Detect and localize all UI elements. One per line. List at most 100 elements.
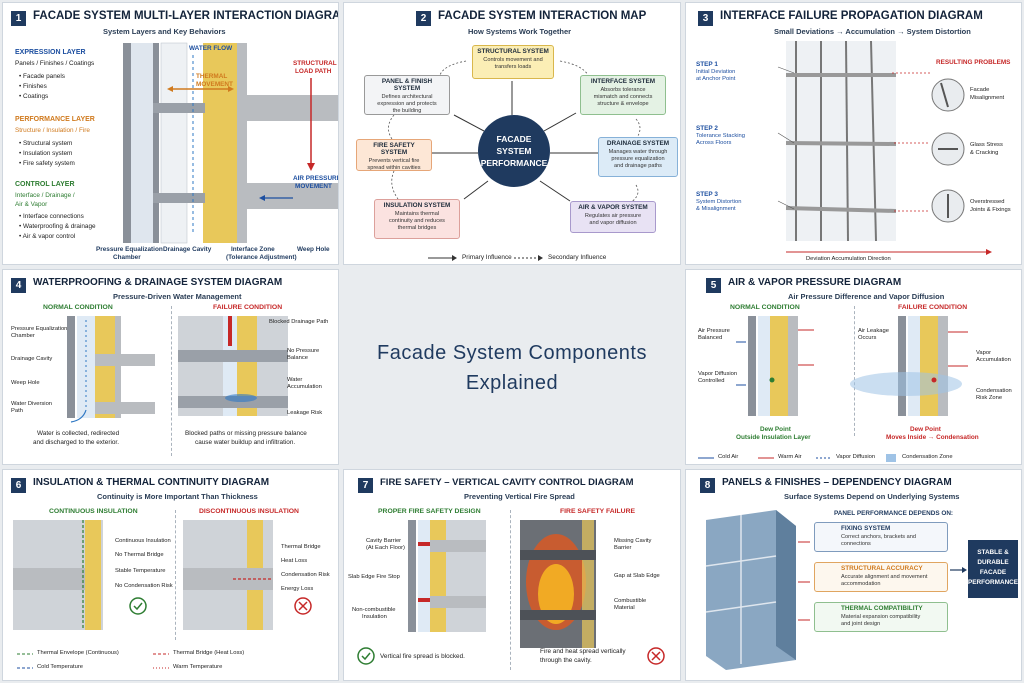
label: Condensation Risk [281,572,330,578]
panel-number: 6 [11,478,26,493]
panel-title: WATERPROOFING & DRAINAGE SYSTEM DIAGRAM [33,277,283,288]
performance-item: • Structural system [19,140,73,147]
center-text: SYSTEM [496,146,532,156]
legend-item: Cold Temperature [37,664,83,670]
water-flow-label: WATER FLOW [189,45,233,52]
label: Pressure Equalization [11,326,68,332]
panel-waterproofing: 4 WATERPROOFING & DRAINAGE SYSTEM DIAGRA… [2,269,339,465]
fire-illustration [357,520,665,665]
structural-label: LOAD PATH [295,68,332,75]
failure-condition-title: FAILURE CONDITION [898,304,968,311]
expression-item: • Finishes [19,83,47,90]
panel-subtitle: Small Deviations → Accumulation → System… [774,27,971,36]
label: Stable Temperature [115,568,166,574]
fail-caption: through the cavity. [540,657,592,664]
depends-title: PANEL PERFORMANCE DEPENDS ON: [834,510,954,517]
label: (At Each Floor) [366,545,405,551]
label: Cavity Barrier [366,538,402,544]
panel-number: 2 [416,11,431,26]
discontinuous-title: DISCONTINUOUS INSULATION [199,508,299,515]
legend-item: Condensation Zone [902,454,953,460]
bottom-label: Chamber [113,254,141,261]
label: Occurs [858,335,877,341]
label: Leakage Risk [287,410,323,416]
caption: and discharged to the exterior. [33,439,119,446]
panel-number: 5 [706,278,721,293]
step2-title: STEP 2 [696,125,718,132]
label: Water Diversion [11,401,53,407]
panel-title: AIR & VAPOR PRESSURE DIAGRAM [728,277,902,288]
panel-number: 8 [700,478,715,493]
label: Energy Loss [281,586,314,592]
thermal-label: THERMAL [196,73,228,80]
panel-fire-safety: 7 FIRE SAFETY – VERTICAL CAVITY CONTROL … [343,469,681,681]
interaction-arrows [388,60,641,261]
panel-title: FACADE SYSTEM MULTI-LAYER INTERACTION DI… [33,10,339,22]
caption: cause water buildup and infiltration. [195,439,296,446]
expression-item: • Facade panels [19,73,65,80]
vapor-illustration [698,316,968,462]
panel-multi-layer: 1 FACADE SYSTEM MULTI-LAYER INTERACTION … [2,2,339,265]
legend-item: Thermal Envelope (Continuous) [37,650,119,656]
bottom-label: Interface Zone [231,246,275,253]
step3-desc: System Distortion [696,199,742,205]
panel-number: 7 [358,478,373,493]
legend-primary: Primary Influence [462,254,512,261]
main-title-line: Facade System Components [377,342,647,364]
expression-title: EXPRESSION LAYER [15,49,86,56]
bottom-label: Drainage Cavity [163,246,212,253]
label: Balance [287,355,308,361]
main-title-line: Explained [465,372,559,394]
legend-item: Vapor Diffusion [836,454,876,460]
divider [171,306,172,456]
main-title: Facade System Components Explained [342,338,682,398]
label: No Condensation Risk [115,583,173,589]
continuous-title: CONTINUOUS INSULATION [49,508,138,515]
panel-dependency: 8 PANELS & FINISHES – DEPENDENCY DIAGRAM… [685,469,1022,681]
caption: Blocked paths or missing pressure balanc… [185,430,307,437]
panel-subtitle: Surface Systems Depend on Underlying Sys… [784,492,960,501]
panel-subtitle: Continuity is More Important Than Thickn… [97,492,258,501]
label: Insulation [362,614,387,620]
normal-condition-title: NORMAL CONDITION [730,304,800,311]
divider [510,510,511,670]
control-item: • Air & vapor control [19,233,76,240]
control-title: CONTROL LAYER [15,181,75,188]
label: Balanced [698,335,723,341]
drainage-illustration [67,316,288,423]
structural-label: STRUCTURAL [293,60,337,67]
label: Missing Cavity [614,538,652,544]
facade-grid-illustration [777,40,992,255]
result-item: Misalignment [970,95,1005,101]
label: Air Leakage [858,328,889,334]
label: Weep Hole [11,380,40,386]
panel-air-vapor: 5 AIR & VAPOR PRESSURE DIAGRAM Air Press… [685,269,1022,465]
panel-title: INSULATION & THERMAL CONTINUITY DIAGRAM [33,477,270,488]
panel-number: 4 [11,278,26,293]
result-item: Overstressed [970,199,1005,205]
control-sub: Interface / Drainage / [15,192,75,199]
label: Water [287,377,303,383]
label: Thermal Bridge [281,544,321,550]
label: Combustible [614,598,647,604]
insulation-illustration [13,520,312,669]
performance-item: • Fire safety system [19,160,75,167]
label: Drainage Cavity [11,356,53,362]
panel-number: 1 [11,11,26,26]
resulting-problems-title: RESULTING PROBLEMS [936,59,1011,66]
control-item: • Interface connections [19,213,84,220]
label: Condensation [976,388,1012,394]
result-item: Facade [970,87,990,93]
expression-item: • Coatings [19,93,49,100]
label: Blocked Drainage Path [269,319,329,325]
performance-title: PERFORMANCE LAYER [15,116,95,123]
panel-subtitle: Pressure-Driven Water Management [113,292,242,301]
